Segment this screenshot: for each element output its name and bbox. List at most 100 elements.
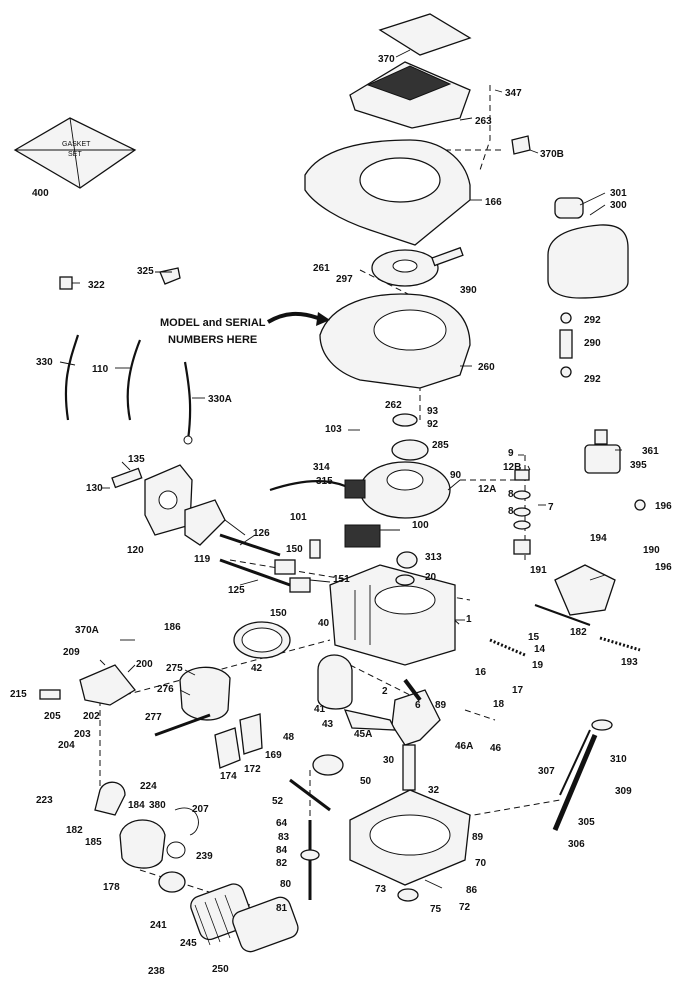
flywheel-90 [359,461,451,519]
callout-182: 182 [66,825,83,836]
callout-40: 40 [318,618,330,629]
callout-325: 325 [137,266,154,277]
callout-101: 101 [290,512,307,523]
callout-263: 263 [475,116,492,127]
callout-19: 19 [532,660,544,671]
callout-190: 190 [643,545,660,556]
link-192 [534,604,591,626]
seal-313 [396,551,418,569]
leader-lines [59,49,622,889]
callout-241: 241 [150,920,167,931]
callout-361: 361 [642,446,659,457]
connecting-rod-45a [343,709,397,731]
callout-89: 89 [472,832,484,843]
callout-73: 73 [375,884,387,895]
callout-194: 194 [590,533,607,544]
callout-370a: 370A [75,625,99,636]
washer-92 [392,413,418,427]
callout-20: 20 [425,572,437,583]
callout-238: 238 [148,966,165,977]
callout-322: 322 [88,280,105,291]
callout-166: 166 [485,197,502,208]
callout-12b: 12B [503,462,521,473]
callout-80: 80 [280,879,292,890]
callout-400: 400 [32,188,49,199]
callout-15: 15 [528,632,540,643]
callout-6: 6 [415,700,421,711]
callout-300: 300 [610,200,627,211]
spring-193 [599,636,641,652]
callout-215: 215 [10,689,27,700]
blower-housing-166 [304,139,471,246]
solenoid-395 [584,429,621,474]
callout-370: 370 [378,54,395,65]
callout-276: 276 [157,684,174,695]
cover-250 [232,896,299,953]
plate-370b [511,135,531,155]
callout-196: 196 [655,501,672,512]
wires [64,334,193,445]
callout-75: 75 [430,904,442,915]
callout-52: 52 [272,796,284,807]
callout-82: 82 [276,858,288,869]
callout-1: 1 [466,614,472,625]
spring-14 [489,638,526,657]
link-207 [174,807,199,836]
callout-277: 277 [145,712,162,723]
cam-52 [289,778,331,812]
callout-260: 260 [478,362,495,373]
callout-2: 2 [382,686,388,697]
callout-182: 182 [570,627,587,638]
part-325 [159,267,181,285]
callout-395: 395 [630,460,647,471]
callout-83: 83 [278,832,290,843]
callout-84: 84 [276,845,288,856]
callout-119: 119 [194,554,211,565]
armature-100 [344,524,381,548]
callout-70: 70 [475,858,487,869]
carburetor-380 [119,819,186,869]
callout-16: 16 [475,667,487,678]
part-196a [634,499,646,511]
callout-9: 9 [508,448,514,459]
callout-315: 315 [316,476,333,487]
callout-46: 46 [490,743,502,754]
callout-32: 32 [428,785,440,796]
callout-90: 90 [450,470,462,481]
seal-75 [397,888,419,902]
cover-263 [349,61,471,129]
adapter-241 [158,871,186,893]
callout-347: 347 [505,88,522,99]
callout-314: 314 [313,462,330,473]
gear-82 [300,849,320,861]
callout-150: 150 [270,608,287,619]
housing-260 [319,293,471,389]
ignition-wire [269,479,346,492]
callout-labels: 370347263370B400166301300261297390322325… [10,54,672,977]
callout-297: 297 [336,274,353,285]
callout-185: 185 [85,837,102,848]
callout-380: 380 [149,800,166,811]
callout-285: 285 [432,440,449,451]
gasket-set-text-2: SET [68,151,82,158]
callout-245: 245 [180,938,197,949]
callout-45a: 45A [354,729,372,740]
valve-126 [219,533,281,557]
callout-184: 184 [128,800,145,811]
callout-8: 8 [508,506,514,517]
dipstick-cap-310 [591,719,613,731]
callout-204: 204 [58,740,75,751]
callout-14: 14 [534,644,546,655]
callout-93: 93 [427,406,439,417]
callout-18: 18 [493,699,505,710]
callout-169: 169 [265,750,282,761]
callout-172: 172 [244,764,261,775]
callout-370b: 370B [540,149,564,160]
callout-48: 48 [283,732,295,743]
callout-306: 306 [568,839,585,850]
callout-305: 305 [578,817,595,828]
spring-151 [289,577,311,593]
callout-193: 193 [621,657,638,668]
callout-309: 309 [615,786,632,797]
callout-41: 41 [314,704,326,715]
